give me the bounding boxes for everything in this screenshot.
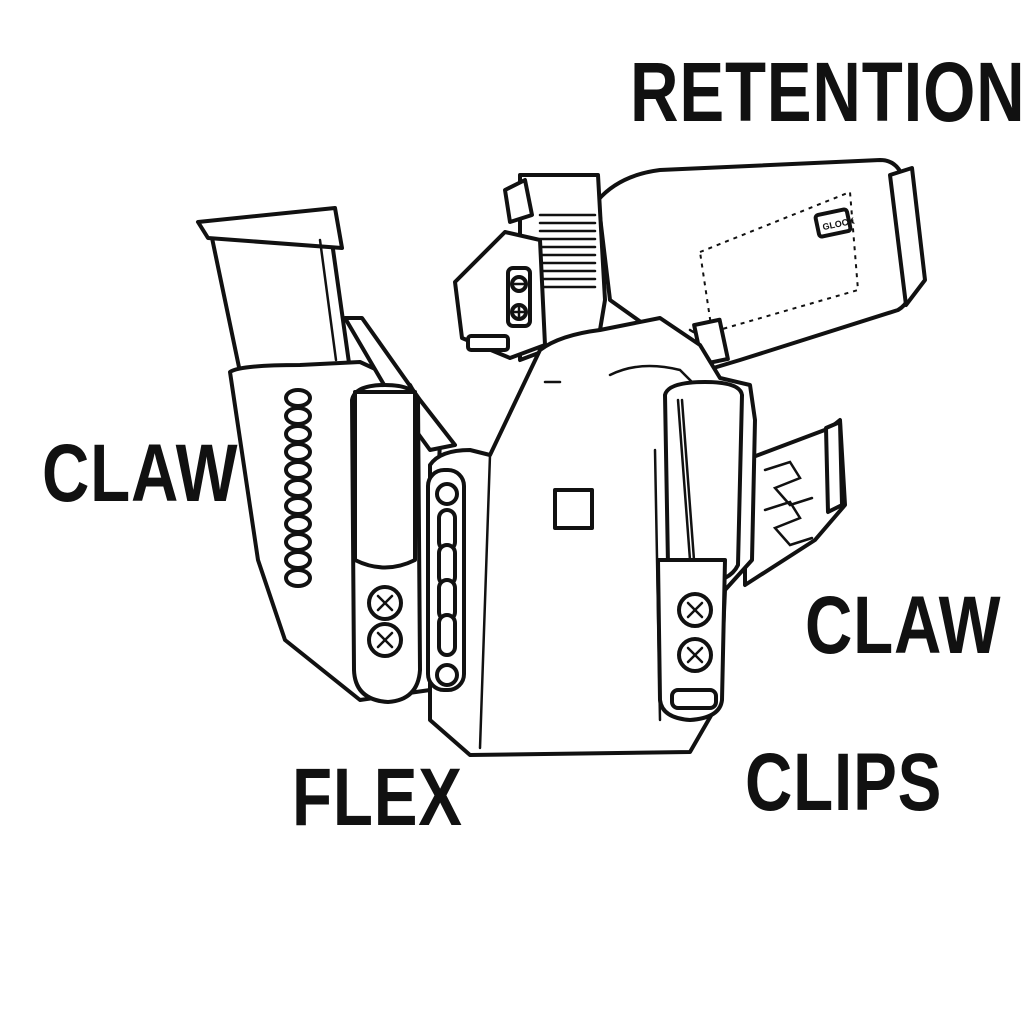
label-claw-right: CLAW (805, 580, 1002, 671)
mag-pouch (228, 316, 457, 704)
flex-eyelet-bottom (435, 663, 459, 687)
magazine-body (210, 226, 352, 374)
label-clips: CLIPS (745, 737, 943, 828)
beavertail (888, 166, 927, 307)
label-flex: FLEX (292, 752, 463, 843)
flex-link-chain (437, 508, 457, 657)
flex-eyelet-top (435, 482, 459, 506)
holster-shell (426, 316, 757, 757)
grip-logo (813, 207, 853, 239)
slide-serrations (538, 213, 597, 289)
mag-retention-dimples (284, 388, 312, 588)
magazine-baseplate (196, 206, 344, 250)
holster-claw-wing (743, 418, 847, 587)
holster-detent (553, 488, 594, 530)
holster-belt-clip (663, 380, 744, 586)
magazine (196, 206, 352, 374)
label-claw-left: CLAW (42, 428, 239, 519)
pistol: GLOCK (453, 158, 927, 374)
label-retention: RETENTION (630, 45, 1024, 139)
